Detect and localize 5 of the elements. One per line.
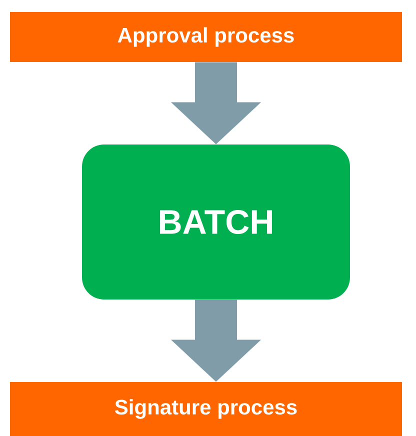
arrow [171, 300, 261, 382]
title-band: Signature process [10, 382, 402, 436]
title-band: Approval process [10, 12, 402, 62]
process-box: BATCH [82, 144, 350, 300]
arrow [171, 62, 261, 144]
